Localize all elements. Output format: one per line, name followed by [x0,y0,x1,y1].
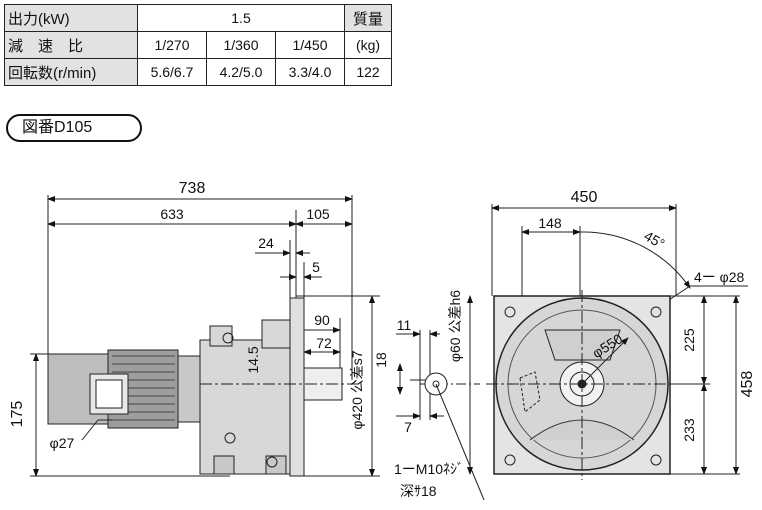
dim-phi420: φ420 公差s7 [349,350,365,429]
dim-72: 72 [316,335,332,351]
mass-unit: (kg) [344,31,392,59]
drawing-id-badge: 図番D105 [6,114,142,142]
front-view [486,204,748,480]
dim-18: 18 [373,352,389,368]
dim-5: 5 [312,259,320,275]
speed-label: 回転数(r/min) [4,58,138,86]
ratio-label: 減 速 比 [4,31,138,59]
speed-value-3: 3.3/4.0 [275,58,345,86]
dim-633: 633 [160,206,184,222]
spec-row-output: 出力(kW) 1.5 質量 [4,4,392,32]
spec-row-speed: 回転数(r/min) 5.6/6.7 4.2/5.0 3.3/4.0 122 [4,58,392,86]
dim-450: 450 [571,189,598,206]
dim-738: 738 [179,180,206,197]
ratio-value-2: 1/360 [206,31,276,59]
mass-value: 122 [344,58,392,86]
dim-24: 24 [258,235,274,251]
side-view [30,195,380,477]
side-view-labels: 738 633 105 24 5 90 72 14.5 175 φ27 φ420… [9,180,365,451]
spec-table: 出力(kW) 1.5 質量 減 速 比 1/270 1/360 1/450 (k… [4,4,392,86]
dim-105: 105 [306,206,330,222]
dim-458: 458 [739,371,756,398]
dim-holes: 4ー φ28 [694,269,745,285]
shaft-end-view [396,295,485,501]
dim-11: 11 [397,317,412,333]
dim-175: 175 [9,401,26,428]
tap-spec-line2: 深ｻ18 [400,483,437,499]
dim-148: 148 [538,215,562,231]
dim-90: 90 [314,312,330,328]
dim-7: 7 [404,419,412,435]
dim-14-5: 14.5 [245,346,261,373]
output-label: 出力(kW) [4,4,138,32]
ratio-value-1: 1/270 [137,31,207,59]
tap-spec-line1: 1ーM10ﾈｼﾞ [394,461,464,477]
mass-label: 質量 [344,4,392,32]
dim-233: 233 [681,418,697,442]
dim-225: 225 [681,328,697,352]
speed-value-1: 5.6/6.7 [137,58,207,86]
shaft-end-labels: 11 18 7 φ60 公差h6 1ーM10ﾈｼﾞ 深ｻ18 [373,290,464,499]
spec-row-ratio: 減 速 比 1/270 1/360 1/450 (kg) [4,31,392,59]
dim-phi27: φ27 [50,435,75,451]
dim-phi60: φ60 公差h6 [447,290,463,362]
